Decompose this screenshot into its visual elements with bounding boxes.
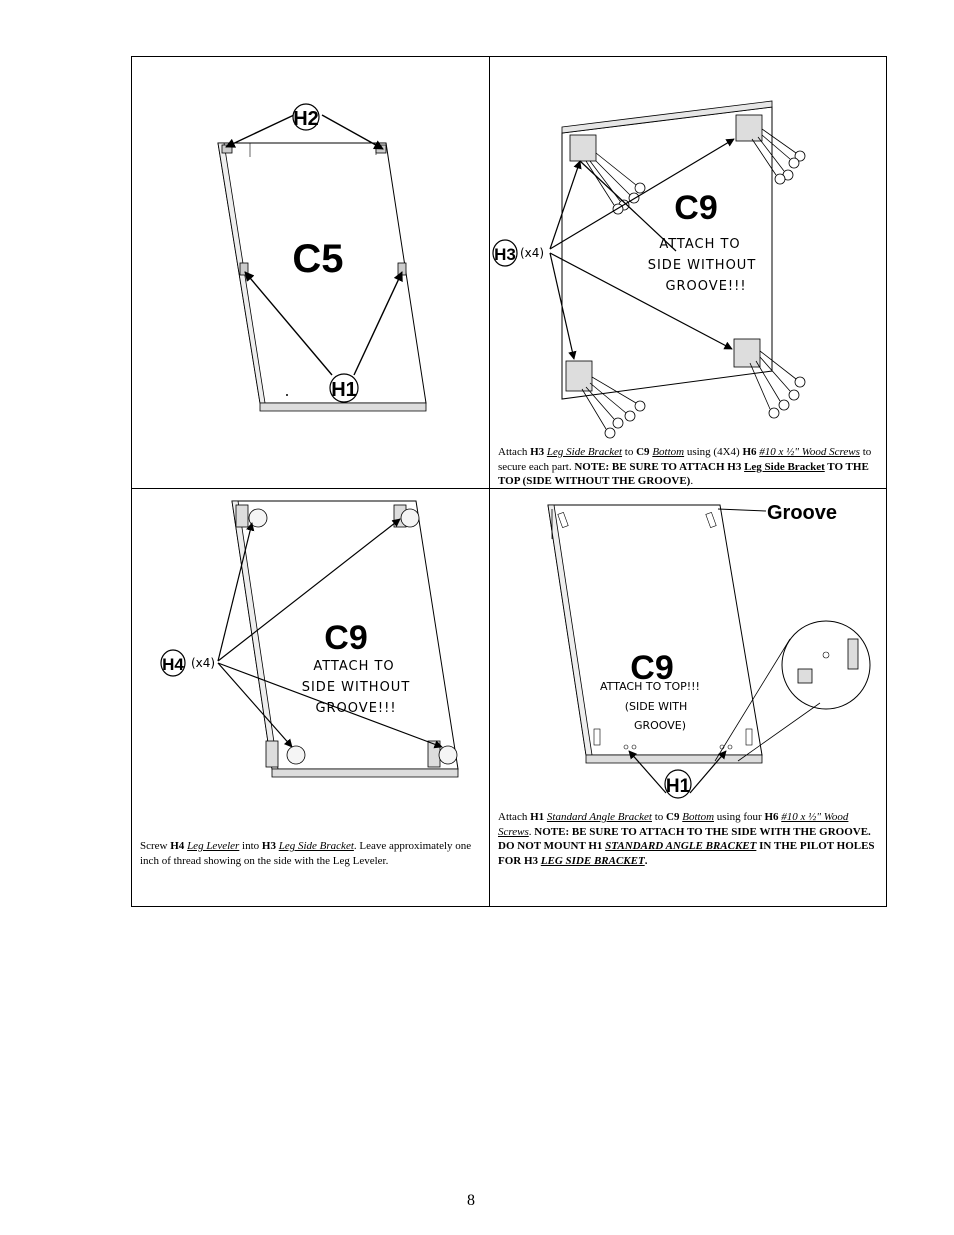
caption-part-h4: H4 xyxy=(170,840,185,852)
caption-note: IN THE PILOT HOLES FOR H3 xyxy=(498,840,875,867)
h1-label: H1 xyxy=(666,776,691,797)
h2-callout xyxy=(292,103,320,131)
h4-label: H4 xyxy=(162,655,184,674)
caption-text: to secure each part. xyxy=(498,446,872,473)
caption-part-name: Bottom xyxy=(652,446,685,458)
h3-callout xyxy=(492,239,518,267)
caption-part-name: STANDARD ANGLE BRACKET xyxy=(605,840,757,852)
caption-text: to xyxy=(651,811,667,823)
caption-part-name: #10 x ½" Wood Screws xyxy=(759,446,860,458)
part-c5-label: C5 xyxy=(292,237,343,281)
c9-h3-diagram: C9 ATTACH TO SIDE WITHOUT GROOVE!!! H3 (… xyxy=(492,100,806,439)
c9-h4-diagram: C9 ATTACH TO SIDE WITHOUT GROOVE!!! H4 (… xyxy=(160,500,459,778)
caption-part-name: Leg Side Bracket xyxy=(546,446,623,458)
caption-part-name: #10 x ½" Wood Screws xyxy=(498,811,849,838)
h4-count: (x4) xyxy=(191,656,215,670)
panel-c9-h3: C9 ATTACH TO SIDE WITHOUT GROOVE!!! H3 (… xyxy=(490,57,886,489)
note-line-3: GROOVE) xyxy=(634,719,686,732)
note-line-1: ATTACH TO xyxy=(313,659,394,674)
caption-text: using four xyxy=(714,811,765,823)
caption-part-c9: C9 xyxy=(666,811,680,823)
note-line-1: ATTACH TO TOP!!! xyxy=(600,680,700,693)
caption-part-name: Leg Leveler xyxy=(187,840,240,852)
caption-h1: Attach H1 Standard Angle Bracket to C9 B… xyxy=(498,810,880,868)
h1-callout xyxy=(664,769,692,799)
caption-text: Screw xyxy=(140,840,171,852)
page-number: 8 xyxy=(467,1192,475,1209)
caption-part-name: Standard Angle Bracket xyxy=(546,811,652,823)
caption-h3: Attach H3 Leg Side Bracket to C9 Bottom … xyxy=(498,445,880,489)
groove-label: Groove xyxy=(767,502,837,524)
note-line-2: SIDE WITHOUT xyxy=(648,258,757,273)
part-c9-label: C9 xyxy=(324,619,367,657)
panel-c9-h4: C9 ATTACH TO SIDE WITHOUT GROOVE!!! H4 (… xyxy=(132,489,490,906)
note-line-1: ATTACH TO xyxy=(659,237,740,252)
caption-note: . xyxy=(644,854,648,867)
panel-c5: H2 C5 H1 xyxy=(132,57,490,489)
caption-text: Attach xyxy=(498,446,531,458)
part-c9-label: C9 xyxy=(674,189,717,227)
panel-c9-h1: Groove C9 ATTACH TO TOP!!! (SIDE WITH GR… xyxy=(490,489,886,906)
caption-text: using (4X4) xyxy=(684,446,743,458)
h4-callout xyxy=(160,649,186,677)
c5-diagram: H2 C5 H1 xyxy=(217,103,427,412)
caption-note: TO THE TOP (SIDE WITHOUT THE GROOVE) xyxy=(498,460,869,488)
caption-part-name: LEG SIDE BRACKET xyxy=(540,854,645,867)
note-line-3: GROOVE!!! xyxy=(665,279,746,294)
caption-text: . xyxy=(690,475,694,487)
caption-note: NOTE: BE SURE TO ATTACH H3 xyxy=(574,460,745,473)
caption-part-c9: C9 xyxy=(636,446,650,458)
c9-h1-diagram: Groove C9 ATTACH TO TOP!!! (SIDE WITH GR… xyxy=(547,502,871,799)
caption-part-h6: H6 xyxy=(764,811,779,823)
caption-part-h3: H3 xyxy=(530,446,545,458)
h1-callout xyxy=(329,373,359,403)
h3-count: (x4) xyxy=(520,246,544,260)
caption-text: Attach xyxy=(498,811,531,823)
h1-label: H1 xyxy=(331,379,357,401)
caption-h4: Screw H4 Leg Leveler into H3 Leg Side Br… xyxy=(140,839,485,868)
caption-text: to xyxy=(622,446,637,458)
note-line-2: SIDE WITHOUT xyxy=(302,680,411,695)
caption-text: into xyxy=(239,840,262,852)
caption-part-h1: H1 xyxy=(530,811,545,823)
instruction-grid: H2 C5 H1 xyxy=(131,56,887,907)
caption-part-h6: H6 xyxy=(742,446,757,458)
note-line-2: (SIDE WITH xyxy=(625,700,688,713)
h3-label: H3 xyxy=(494,245,516,264)
h2-label: H2 xyxy=(293,108,319,130)
caption-text: . Leave approximately one inch of thread… xyxy=(140,840,472,867)
caption-text: . xyxy=(528,825,535,838)
caption-part-h3: H3 xyxy=(261,840,276,852)
caption-part-name: Leg Side Bracket xyxy=(744,460,825,473)
caption-part-name: Bottom xyxy=(682,811,715,823)
part-c9-label: C9 xyxy=(630,649,673,687)
caption-note: NOTE: BE SURE TO ATTACH TO THE SIDE WITH… xyxy=(498,825,871,853)
note-line-3: GROOVE!!! xyxy=(315,701,396,716)
caption-part-name: Leg Side Bracket xyxy=(278,840,354,852)
